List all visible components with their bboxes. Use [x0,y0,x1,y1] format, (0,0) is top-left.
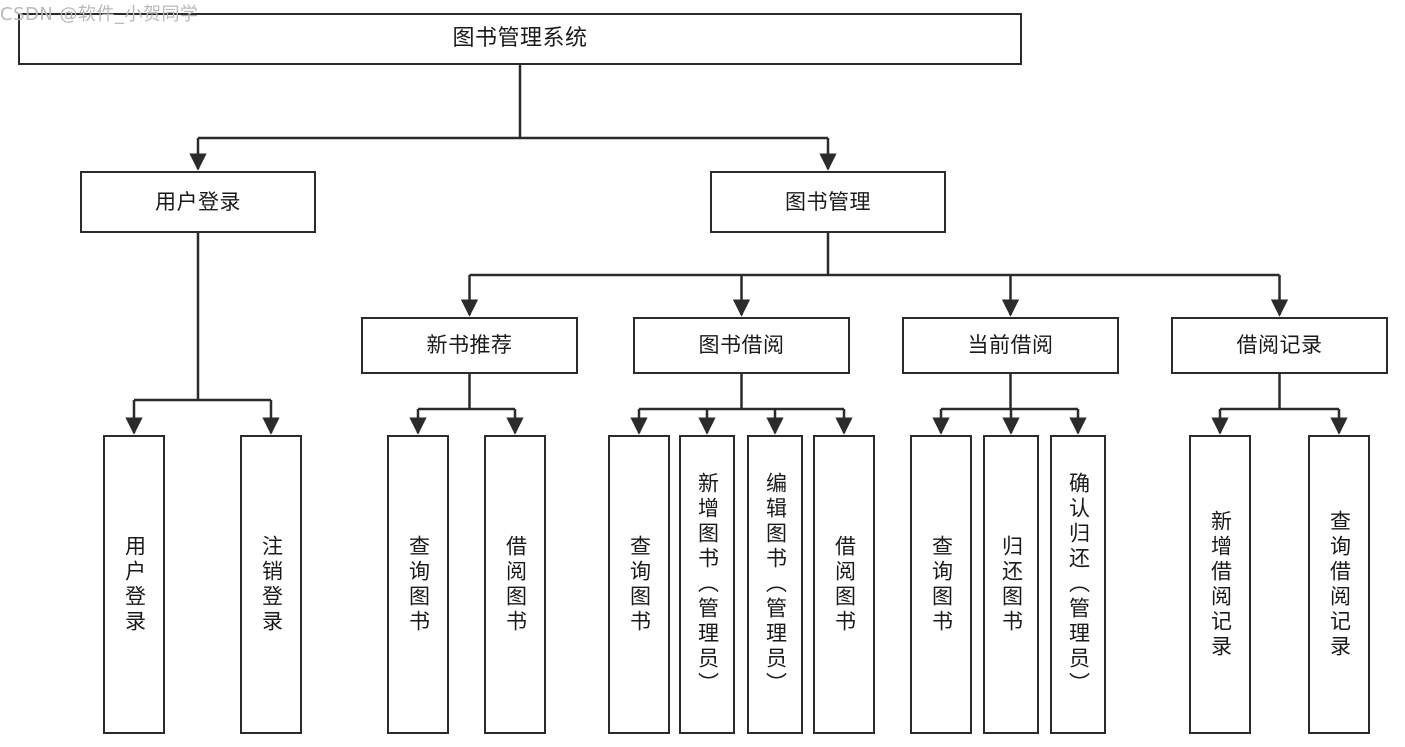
node-leaf-logout[interactable]: 注销登录 [240,435,302,734]
node-label: 借阅图书 [503,534,528,635]
node-new-book-rec[interactable]: 新书推荐 [361,317,578,374]
node-label: 借阅图书 [832,534,857,635]
node-label: 用户登录 [122,534,147,635]
node-book-borrow[interactable]: 图书借阅 [633,317,850,374]
node-leaf-query-2[interactable]: 查询图书 [608,435,670,734]
node-current-borrow[interactable]: 当前借阅 [902,317,1119,374]
node-leaf-user-login[interactable]: 用户登录 [103,435,165,734]
node-label: 图书管理 [785,189,871,214]
node-label: 新增借阅记录 [1208,509,1233,660]
node-leaf-return[interactable]: 归还图书 [983,435,1039,734]
node-leaf-borrow-2[interactable]: 借阅图书 [813,435,875,734]
node-leaf-add-rec[interactable]: 新增借阅记录 [1189,435,1251,734]
csdn-watermark: CSDN @软件_小贺同学 [0,4,199,25]
node-label: 查询图书 [406,534,431,635]
node-label: 查询图书 [929,534,954,635]
node-label: 确认归还（管理员） [1066,472,1091,697]
node-label: 注销登录 [259,534,284,635]
node-label: 新增图书（管理员） [695,472,720,697]
node-label: 图书借阅 [698,333,785,358]
node-leaf-add-book[interactable]: 新增图书（管理员） [679,435,735,734]
node-root[interactable]: 图书管理系统 [18,13,1022,65]
node-leaf-borrow-1[interactable]: 借阅图书 [484,435,546,734]
node-label: 图书管理系统 [452,26,588,52]
node-label: 编辑图书（管理员） [763,472,788,697]
node-leaf-confirm[interactable]: 确认归还（管理员） [1050,435,1106,734]
node-label: 查询借阅记录 [1327,509,1352,660]
node-leaf-edit-book[interactable]: 编辑图书（管理员） [747,435,803,734]
node-label: 借阅记录 [1236,333,1323,358]
node-label: 当前借阅 [967,333,1054,358]
node-label: 用户登录 [155,189,241,214]
node-leaf-query-3[interactable]: 查询图书 [910,435,972,734]
node-leaf-query-rec[interactable]: 查询借阅记录 [1308,435,1370,734]
node-label: 归还图书 [999,534,1024,635]
node-leaf-query-1[interactable]: 查询图书 [387,435,449,734]
node-label: 新书推荐 [426,333,513,358]
node-book-manage[interactable]: 图书管理 [710,171,946,233]
node-label: 查询图书 [627,534,652,635]
node-user-login[interactable]: 用户登录 [80,171,316,233]
node-borrow-record[interactable]: 借阅记录 [1171,317,1388,374]
